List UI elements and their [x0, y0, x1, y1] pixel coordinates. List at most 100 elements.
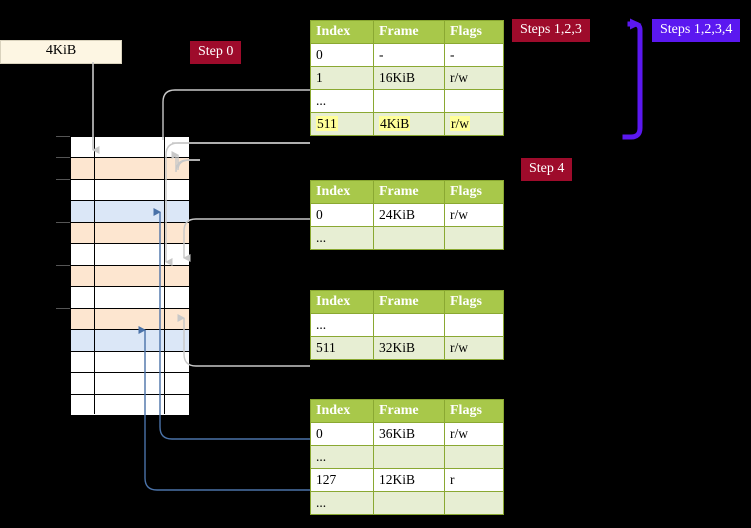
cell-frame	[373, 313, 445, 337]
cell-frame: -	[373, 43, 445, 67]
memory-grid-divider	[164, 137, 165, 414]
cell-index: 0	[310, 203, 374, 227]
memory-frame-cell	[71, 244, 189, 266]
header-index: Index	[310, 290, 374, 314]
header-frame: Frame	[373, 180, 445, 204]
step-4-badge: Step 4	[521, 158, 573, 181]
cell-frame: 12KiB	[373, 468, 445, 492]
cell-index: 511	[310, 336, 374, 360]
steps-1234-badge: Steps 1,2,3,4	[652, 19, 741, 42]
header-frame: Frame	[373, 290, 445, 314]
cell-flags: r/w	[444, 203, 504, 227]
cell-flags: r/w	[444, 336, 504, 360]
header-frame: Frame	[373, 399, 445, 423]
header-frame: Frame	[373, 20, 445, 44]
cell-frame: 32KiB	[373, 336, 445, 360]
cell-index: 0	[310, 422, 374, 446]
table-row: ...	[310, 491, 504, 515]
connector-t3-to-memory	[177, 314, 310, 367]
table-row: ...	[310, 445, 504, 469]
step-0-badge: Step 0	[190, 41, 242, 64]
memory-frame-cell	[71, 287, 189, 309]
step-4-label: Step 4	[529, 161, 565, 176]
header-index: Index	[310, 180, 374, 204]
cell-frame: 24KiB	[373, 203, 445, 227]
cell-flags: r/w	[444, 66, 504, 90]
cell-index: 1	[310, 66, 374, 90]
cell-frame	[373, 226, 445, 250]
step-0-label: Step 0	[198, 44, 234, 59]
cell-frame: 4KiB	[373, 112, 445, 136]
memory-frame-cell	[71, 137, 189, 159]
memory-frame-cell	[71, 394, 189, 416]
memory-frame-cell	[71, 179, 189, 202]
connector-t1-top-to-memory	[162, 89, 310, 140]
steps-1234-label: Steps 1,2,3,4	[660, 22, 733, 37]
header-flags: Flags	[444, 180, 504, 204]
memory-grid-divider	[94, 137, 95, 414]
cell-flags: r	[444, 468, 504, 492]
cell-flags	[444, 313, 504, 337]
steps-123-label: Steps 1,2,3	[520, 22, 582, 37]
header-flags: Flags	[444, 20, 504, 44]
header-index: Index	[310, 20, 374, 44]
frame-size-label: 4KiB	[45, 43, 77, 58]
memory-frame-cell	[71, 351, 189, 374]
header-flags: Flags	[444, 290, 504, 314]
cell-frame	[373, 445, 445, 469]
memory-frame-cell	[71, 330, 189, 352]
cell-flags	[444, 491, 504, 515]
memory-frame-cell	[71, 158, 189, 180]
connector-t2-to-memory	[183, 218, 310, 262]
cell-index: ...	[310, 89, 374, 113]
cell-flags: r/w	[444, 422, 504, 446]
cell-flags	[444, 226, 504, 250]
memory-tick-mark	[56, 178, 70, 180]
cell-frame	[373, 89, 445, 113]
steps-123-badge: Steps 1,2,3	[512, 19, 590, 42]
table-header-row: Index Frame Flags	[310, 180, 504, 204]
cell-frame	[373, 491, 445, 515]
memory-tick-mark	[56, 136, 70, 137]
table-row: ...	[310, 89, 504, 113]
header-flags: Flags	[444, 399, 504, 423]
memory-frame-cell	[71, 308, 189, 331]
cell-index: ...	[310, 226, 374, 250]
physical-memory-grid	[70, 136, 190, 416]
header-index: Index	[310, 399, 374, 423]
cell-index: 127	[310, 468, 374, 492]
cell-flags	[444, 89, 504, 113]
table-row: ...	[310, 313, 504, 337]
table-row: ...	[310, 226, 504, 250]
cell-flags: -	[444, 43, 504, 67]
cell-index: 511	[310, 112, 374, 136]
memory-tick-mark	[56, 307, 70, 309]
cell-index: ...	[310, 491, 374, 515]
cell-flags	[444, 445, 504, 469]
memory-tick-mark	[56, 264, 70, 266]
cell-index: ...	[310, 313, 374, 337]
memory-tick-mark	[56, 221, 70, 223]
table-header-row: Index Frame Flags	[310, 399, 504, 423]
cell-index: 0	[310, 43, 374, 67]
table-header-row: Index Frame Flags	[310, 290, 504, 314]
cell-frame: 36KiB	[373, 422, 445, 446]
cell-frame: 16KiB	[373, 66, 445, 90]
steps-1234-bracket-arrow	[622, 18, 643, 140]
memory-frame-cell	[71, 265, 189, 288]
table-header-row: Index Frame Flags	[310, 20, 504, 44]
cell-flags: r/w	[444, 112, 504, 136]
frame-size-box: 4KiB	[0, 40, 122, 64]
memory-frame-cell	[71, 373, 189, 395]
memory-frame-cell	[71, 201, 189, 223]
